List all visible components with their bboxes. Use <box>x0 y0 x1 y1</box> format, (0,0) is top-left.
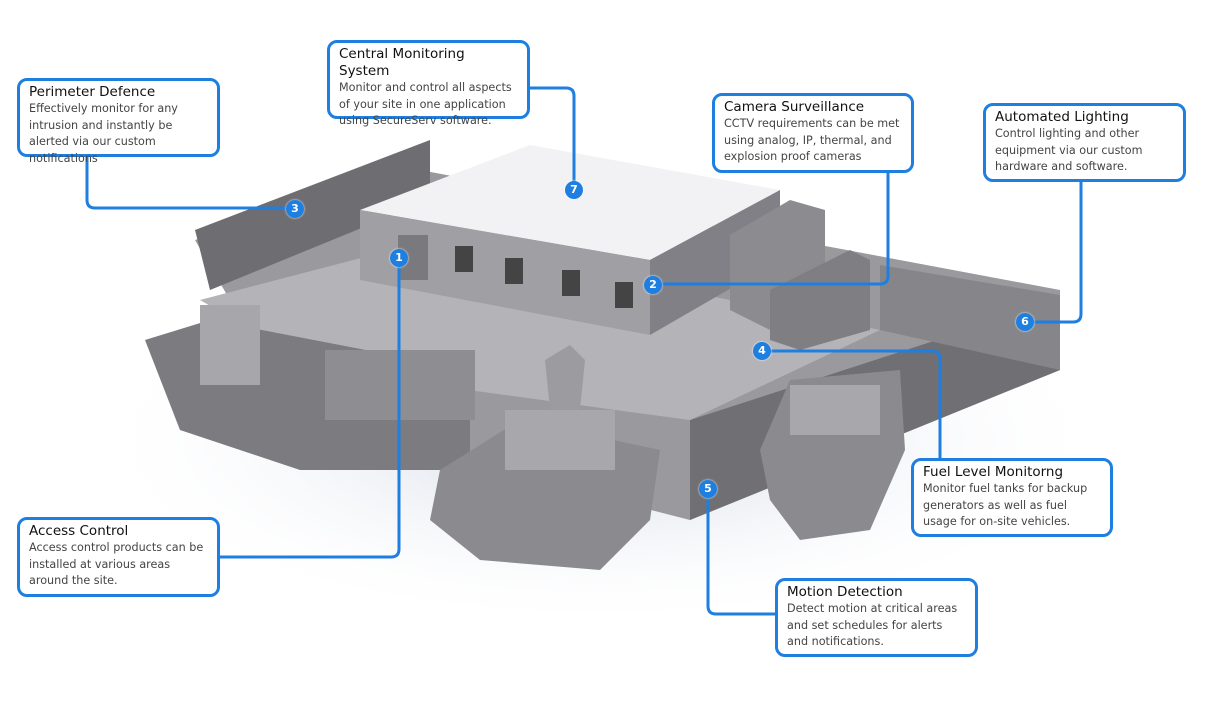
callout-description: Monitor fuel tanks for backup generators… <box>923 482 1088 528</box>
marker-7[interactable]: 7 <box>565 181 583 199</box>
callout-camera-surveillance: Camera Surveillance CCTV requirements ca… <box>712 93 914 173</box>
callout-title: Fuel Level Monitorng <box>923 464 1064 480</box>
callout-title: Automated Lighting <box>995 109 1129 125</box>
callout-title: Camera Surveillance <box>724 99 865 115</box>
callout-fuel-level: Fuel Level Monitorng Monitor fuel tanks … <box>911 458 1113 537</box>
marker-1[interactable]: 1 <box>390 249 408 267</box>
callout-motion-detection: Motion Detection Detect motion at critic… <box>775 578 978 657</box>
callout-automated-lighting: Automated Lighting Control lighting and … <box>983 103 1186 182</box>
marker-6[interactable]: 6 <box>1016 313 1034 331</box>
callout-description: CCTV requirements can be met using analo… <box>724 117 900 163</box>
marker-3[interactable]: 3 <box>286 200 304 218</box>
callout-title: Access Control <box>29 523 129 539</box>
callout-description: Monitor and control all aspects of your … <box>339 81 512 127</box>
callout-central-monitoring: Central Monitoring System Monitor and co… <box>327 40 530 127</box>
marker-2[interactable]: 2 <box>644 276 662 294</box>
callout-access-control: Access Control Access control products c… <box>17 517 220 597</box>
marker-4[interactable]: 4 <box>753 342 771 360</box>
callout-description: Control lighting and other equipment via… <box>995 127 1143 173</box>
callout-description: Access control products can be installed… <box>29 541 204 587</box>
callout-title: Motion Detection <box>787 584 903 600</box>
callout-title: Central Monitoring System <box>339 46 465 79</box>
callout-title: Perimeter Defence <box>29 84 156 100</box>
callout-perimeter-defence: Perimeter Defence Effectively monitor fo… <box>17 78 220 165</box>
callout-description: Detect motion at critical areas and set … <box>787 602 958 648</box>
callout-description: Effectively monitor for any intrusion an… <box>29 102 178 165</box>
marker-5[interactable]: 5 <box>699 480 717 498</box>
